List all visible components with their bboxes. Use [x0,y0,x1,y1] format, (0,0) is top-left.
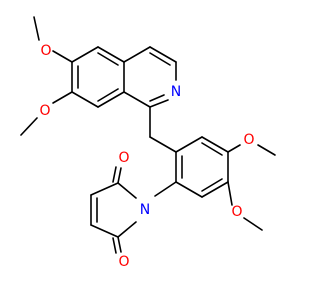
oxygen-atom: O [39,103,50,119]
bond [243,217,263,231]
bond [257,144,276,156]
nitrogen-atom: N [171,84,181,100]
bond [123,46,151,63]
bond [97,88,119,102]
bond [201,142,223,156]
bond [149,52,171,66]
bond [71,91,99,108]
bond [71,46,99,63]
nitrogen-atom: N [140,202,150,218]
bond [33,16,40,41]
bond [149,136,177,153]
bond [117,167,122,184]
oxygen-atom: O [40,43,51,59]
bond [20,117,38,136]
bond [201,136,229,153]
oxygen-atom: O [118,254,129,270]
bond [52,91,73,104]
bond [149,99,169,108]
bond [97,52,119,66]
bond [175,136,203,153]
bond [97,91,125,108]
bond [201,181,229,198]
oxygen-atom: O [118,150,129,166]
bond [117,221,137,238]
bond [112,166,117,183]
bond [112,237,117,254]
bond [117,182,137,199]
oxygen-atom: O [243,132,254,148]
bond [90,182,119,196]
bond [52,50,73,63]
bond [149,46,177,63]
bond [117,236,122,253]
bond [123,91,151,108]
bond [149,94,165,102]
bond [175,181,203,198]
bond [154,181,177,197]
bond [227,181,233,206]
bond [201,178,223,192]
bond [97,46,125,63]
oxygen-atom: O [231,204,242,220]
bond [227,144,241,153]
molecule-structure: O O N O O N O O [20,16,276,270]
bond [90,224,119,238]
